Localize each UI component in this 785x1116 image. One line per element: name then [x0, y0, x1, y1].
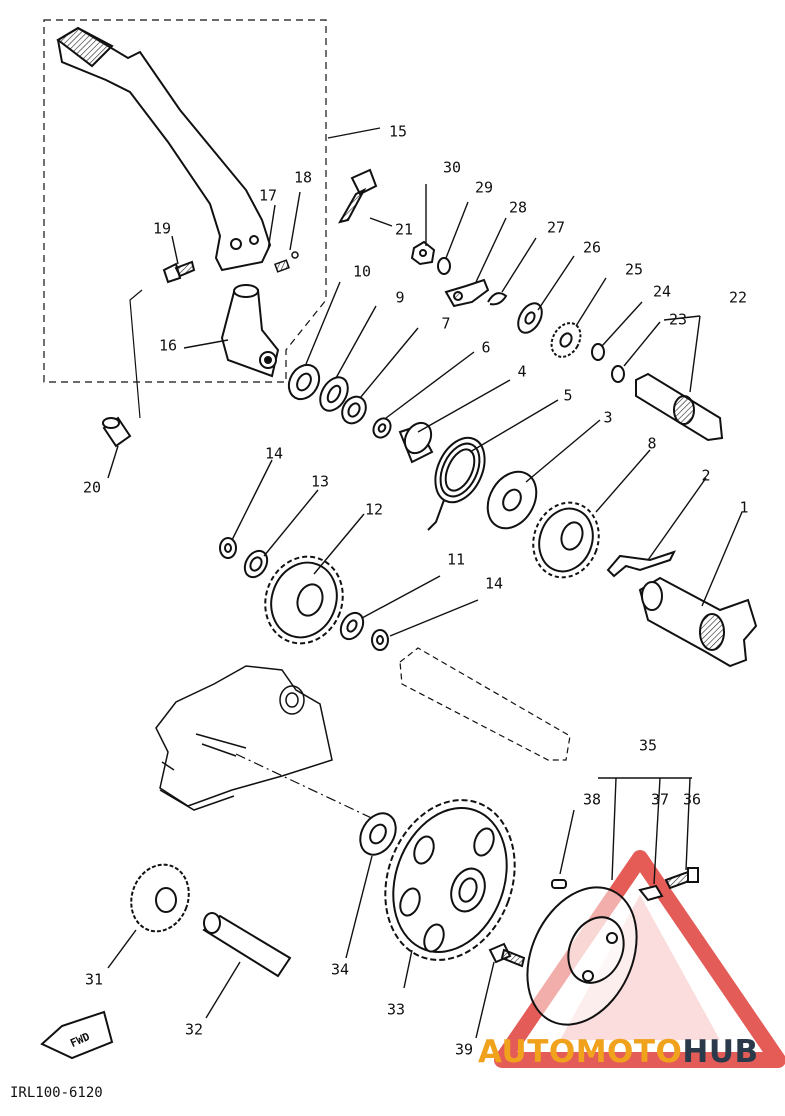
lever-28 — [444, 278, 490, 308]
spring-5 — [427, 436, 486, 531]
washer-3 — [486, 470, 538, 530]
label-part-23: 23 — [668, 310, 688, 329]
label-part-7: 7 — [441, 314, 451, 333]
gear-8 — [532, 501, 600, 579]
drawing-code: IRL100-6120 — [10, 1085, 103, 1101]
spring-27 — [487, 292, 508, 306]
washer-11 — [339, 611, 365, 641]
label-part-18: 18 — [293, 168, 313, 187]
label-part-32: 32 — [184, 1020, 204, 1039]
label-part-38: 38 — [582, 790, 602, 809]
part-20 — [102, 416, 132, 448]
label-part-36: 36 — [682, 790, 702, 809]
label-part-30: 30 — [442, 158, 462, 177]
washer-34 — [359, 812, 397, 856]
gear-12 — [264, 555, 344, 645]
gear-31 — [130, 863, 190, 933]
label-part-27: 27 — [546, 218, 566, 237]
nut-30 — [410, 240, 436, 266]
washer-10 — [287, 363, 321, 401]
spring-17 — [274, 259, 290, 273]
label-part-3: 3 — [603, 408, 613, 427]
label-part-26: 26 — [582, 238, 602, 257]
label-part-6: 6 — [481, 338, 491, 357]
label-part-15: 15 — [388, 122, 408, 141]
label-part-22: 22 — [728, 288, 748, 307]
label-part-4: 4 — [517, 362, 527, 381]
clip-2 — [606, 550, 676, 578]
label-part-12: 12 — [364, 500, 384, 519]
label-part-37: 37 — [650, 790, 670, 809]
clip-23 — [611, 365, 625, 383]
label-part-10: 10 — [352, 262, 372, 281]
kick-lever — [56, 26, 272, 272]
label-part-20: 20 — [82, 478, 102, 497]
crankcase-section — [155, 665, 333, 811]
watermark-logo: AUTOMOTOHUB — [478, 1034, 759, 1070]
washer-26 — [517, 302, 543, 334]
label-part-31: 31 — [84, 970, 104, 989]
label-part-13: 13 — [310, 472, 330, 491]
label-part-11: 11 — [446, 550, 466, 569]
clutch-plate-35 — [526, 886, 638, 1026]
shaft-32 — [202, 912, 292, 978]
fwd-arrow — [40, 1010, 114, 1060]
bolt-21 — [337, 168, 378, 224]
watermark-part-b: HUB — [682, 1034, 759, 1070]
label-part-14a: 14 — [264, 444, 284, 463]
clip-6 — [372, 417, 392, 439]
watermark-part-a: AUTOMOTO — [478, 1034, 683, 1070]
washer-9 — [319, 376, 349, 412]
gear-33 — [384, 799, 516, 961]
label-part-8: 8 — [647, 434, 657, 453]
washer-29 — [437, 257, 451, 275]
label-part-9: 9 — [395, 288, 405, 307]
label-part-17: 17 — [258, 186, 278, 205]
bolt-39 — [488, 942, 526, 968]
shaft-ghost — [399, 647, 571, 761]
label-part-19: 19 — [152, 219, 172, 238]
label-part-35: 35 — [638, 736, 658, 755]
screw-36 — [664, 867, 699, 890]
washer-24 — [591, 343, 605, 361]
clip-14a — [219, 537, 237, 559]
leader-lines — [107, 127, 743, 637]
label-part-2: 2 — [701, 466, 711, 485]
label-part-21: 21 — [394, 220, 414, 239]
label-part-33: 33 — [386, 1000, 406, 1019]
label-part-24: 24 — [652, 282, 672, 301]
label-part-14b: 14 — [484, 574, 504, 593]
clip-14b — [371, 629, 389, 651]
plunger-37 — [638, 884, 664, 902]
label-part-28: 28 — [508, 198, 528, 217]
gear-25 — [550, 322, 582, 358]
shaft-22 — [635, 372, 724, 442]
kick-shaft-1 — [638, 576, 758, 668]
ball-18 — [291, 251, 299, 259]
assembly-box — [43, 19, 327, 383]
leader-lines-lower — [107, 777, 692, 1039]
label-part-39: 39 — [454, 1040, 474, 1059]
label-part-25: 25 — [624, 260, 644, 279]
label-part-34: 34 — [330, 960, 350, 979]
bush-4 — [398, 421, 434, 464]
label-part-16: 16 — [158, 336, 178, 355]
label-part-5: 5 — [563, 386, 573, 405]
label-part-29: 29 — [474, 178, 494, 197]
label-part-1: 1 — [739, 498, 749, 517]
screw-19 — [162, 260, 196, 284]
washer-13 — [243, 549, 269, 579]
pin-38 — [551, 879, 567, 889]
lever-boss — [220, 284, 280, 378]
